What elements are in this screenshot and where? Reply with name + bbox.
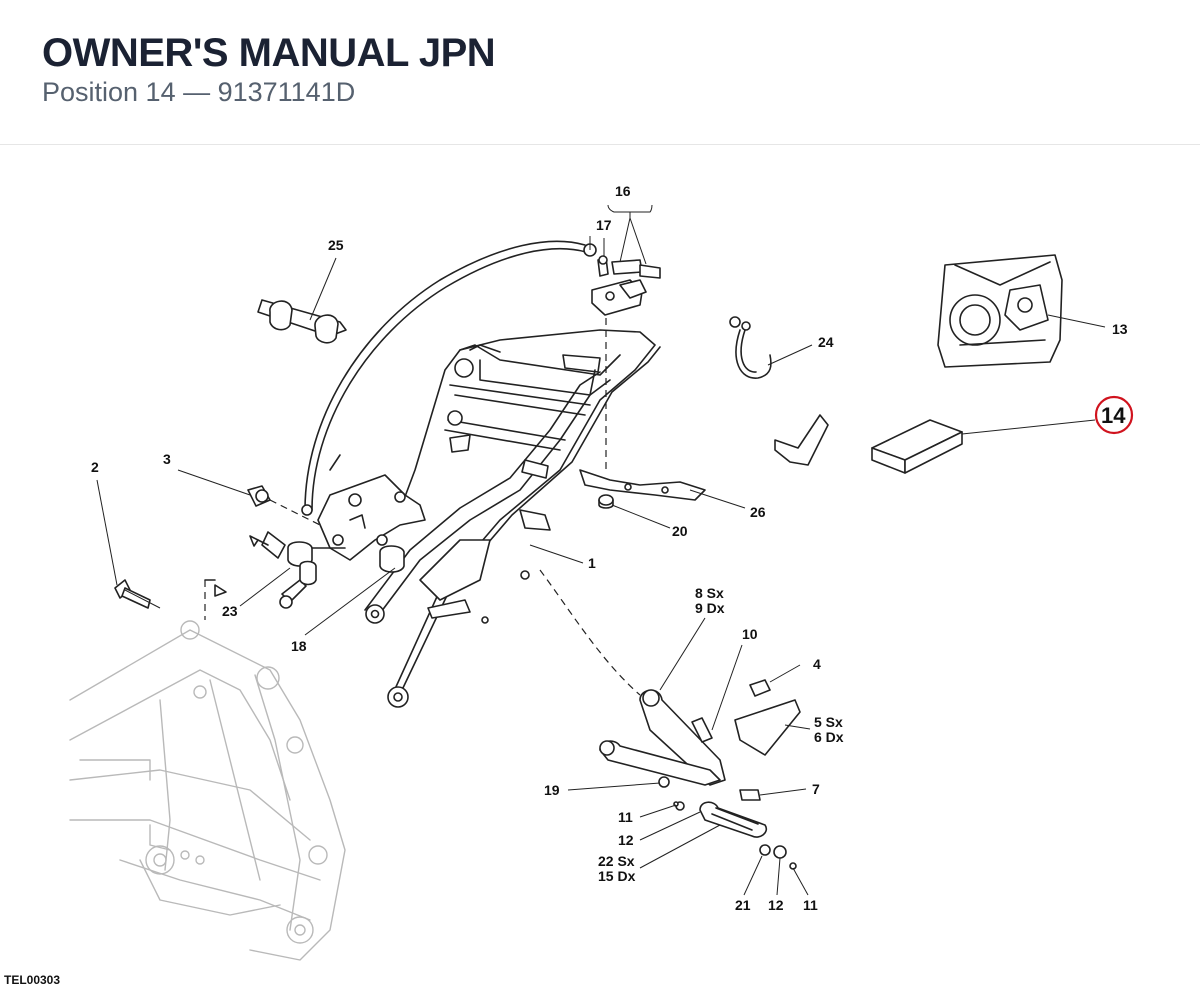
callout-12b: 12 (768, 897, 784, 913)
callout-15: 15 Dx (598, 868, 636, 884)
callout-17: 17 (596, 217, 612, 233)
callout-20: 20 (672, 523, 688, 539)
rubber-pad (598, 494, 614, 509)
callout-1: 1 (588, 555, 596, 571)
callout-25: 25 (328, 237, 344, 253)
callout-12a: 12 (618, 832, 634, 848)
callout-19: 19 (544, 782, 560, 798)
mount-dash (539, 569, 641, 696)
callout-3: 3 (163, 451, 171, 467)
callout-13: 13 (1112, 321, 1128, 337)
callout-11a: 11 (618, 809, 633, 825)
footpeg-bracket (599, 679, 801, 870)
owners-manual-booklet (871, 419, 963, 474)
leader-lines (96, 204, 1106, 896)
callout-22: 22 Sx (598, 853, 635, 869)
seat-strap-plate (579, 469, 706, 501)
callout-6: 6 Dx (814, 729, 844, 745)
fasteners-left (114, 485, 405, 620)
hook-assembly (589, 236, 661, 470)
small-bracket (774, 414, 829, 466)
callout-5: 5 Sx (814, 714, 843, 730)
callout-26: 26 (750, 504, 766, 520)
callout-23: 23 (222, 603, 238, 619)
page-header: OWNER'S MANUAL JPN Position 14 — 9137114… (0, 0, 1200, 145)
tool-kit-bag (937, 254, 1063, 368)
rear-subframe (364, 329, 661, 708)
highlight-ring (1094, 395, 1134, 435)
page-title: OWNER'S MANUAL JPN (42, 31, 496, 75)
callout-24: 24 (818, 334, 834, 350)
main-frame-ghost (69, 620, 346, 961)
callout-11b: 11 (803, 897, 818, 913)
callout-21: 21 (735, 897, 751, 913)
page-subtitle: Position 14 — 91371141D (42, 77, 356, 107)
callout-7: 7 (812, 781, 820, 797)
callout-18: 18 (291, 638, 307, 654)
mount-plate (317, 474, 426, 561)
callout-10: 10 (742, 626, 758, 642)
callout-2: 2 (91, 459, 99, 475)
callout-9: 9 Dx (695, 600, 725, 616)
callout-4: 4 (813, 656, 821, 672)
callout-16: 16 (615, 183, 631, 199)
callout-14: 14 (1101, 403, 1126, 428)
callout-labels: 16 17 25 13 24 14 26 20 1 3 2 23 18 8 Sx… (91, 183, 1128, 913)
callout-8: 8 Sx (695, 585, 724, 601)
drawing-code: TEL00303 (4, 973, 61, 987)
cable-clip (257, 299, 347, 344)
seat-cable (301, 240, 597, 516)
helmet-cable (729, 316, 772, 379)
